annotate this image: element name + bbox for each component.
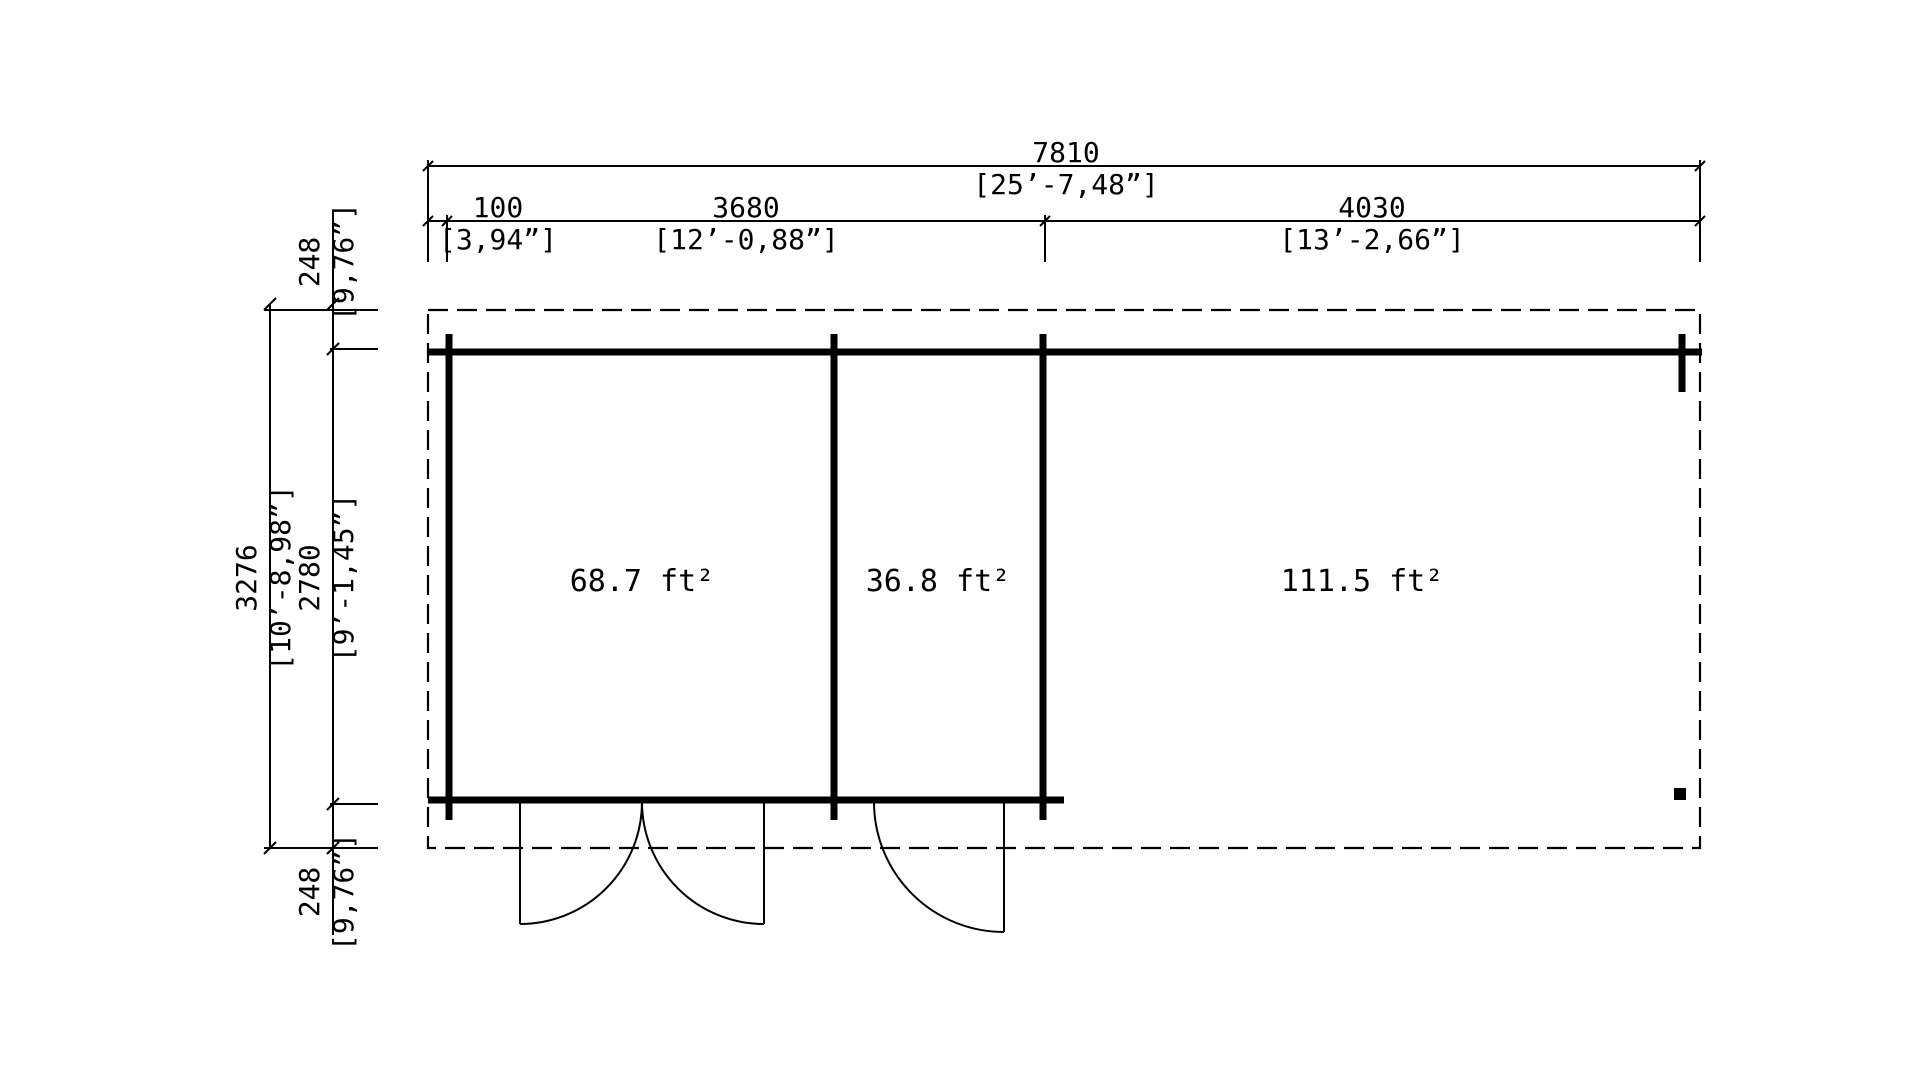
- overall-depth-mm: 3276: [230, 544, 263, 611]
- overhang-bottom-mm: 248: [293, 867, 326, 918]
- segment-1-mm: 100: [473, 191, 524, 224]
- overall-width-imperial: [25’-7,48”]: [973, 168, 1158, 201]
- overall-width-mm: 7810: [1032, 136, 1099, 169]
- inner-depth-mm: 2780: [293, 544, 326, 611]
- roof-outline: [426, 308, 1702, 850]
- overhang-bottom-imperial: [9,76”]: [327, 833, 360, 951]
- overhang-top-mm: 248: [293, 237, 326, 288]
- room-3-area: 111.5 ft²: [1281, 564, 1444, 599]
- inner-depth-imperial: [9’-1,45”]: [327, 494, 360, 663]
- corner-post: [1674, 788, 1686, 800]
- overall-depth-imperial: [10’-8,98”]: [264, 485, 297, 670]
- segment-3-mm: 4030: [1338, 191, 1405, 224]
- overhang-top-imperial: [9,76”]: [327, 203, 360, 321]
- segment-2-imperial: [12’-0,88”]: [653, 223, 838, 256]
- segment-2-mm: 3680: [712, 191, 779, 224]
- top-dimension-lines: [422, 160, 1706, 262]
- left-dimension-lines: [263, 215, 378, 935]
- room-1-area: 68.7 ft²: [570, 564, 715, 599]
- room-2-area: 36.8 ft²: [866, 564, 1011, 599]
- double-door: [519, 799, 765, 925]
- segment-3-imperial: [13’-2,66”]: [1279, 223, 1464, 256]
- single-door: [873, 799, 1005, 933]
- segment-1-imperial: [3,94”]: [439, 223, 557, 256]
